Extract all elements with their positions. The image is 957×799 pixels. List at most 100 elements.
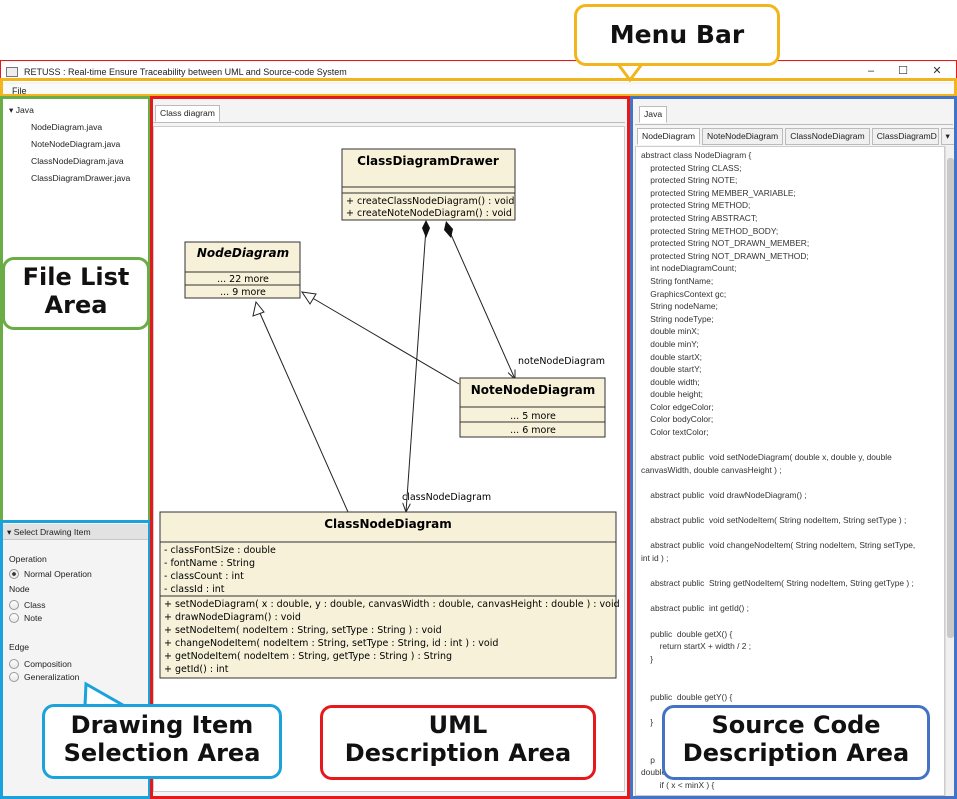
radio-label: Generalization (24, 671, 80, 682)
code-text: abstract class NodeDiagram { protected S… (641, 150, 916, 790)
class-op: + changeNodeItem( nodeItem : String, set… (164, 638, 498, 649)
class-name: ClassNodeDiagram (324, 517, 452, 531)
class-op: + getId() : int (164, 664, 229, 675)
file-list-annotation: File List Area (2, 257, 150, 330)
tree-file-classdiagramdrawer[interactable]: ClassDiagramDrawer.java (31, 173, 131, 183)
class-attr: - classFontSize : double (164, 545, 276, 556)
drawing-item-header-label: Select Drawing Item (13, 527, 91, 537)
edge-label-note: noteNodeDiagram (518, 356, 605, 367)
generalization-arrow-icon (300, 291, 317, 305)
class-name: NodeDiagram (197, 246, 289, 260)
radio-note[interactable]: Note (9, 611, 149, 624)
radio-label: Composition (24, 658, 72, 669)
annotation-text: Description Area (344, 739, 572, 768)
tree-root-java[interactable]: ▾ Java (9, 102, 149, 119)
chevron-down-icon: ▾ (945, 131, 950, 141)
radio-normal-operation[interactable]: Normal Operation (9, 567, 149, 580)
vertical-scrollbar[interactable] (945, 146, 955, 796)
composition-diamond-icon (422, 220, 430, 238)
class-ops-more: ... 6 more (510, 425, 556, 436)
window-title: RETUSS : Real-time Ensure Traceability b… (24, 67, 347, 77)
class-attrs-more: ... 22 more (217, 274, 269, 285)
tab-class-diagram[interactable]: Class diagram (155, 105, 220, 122)
radio-generalization[interactable]: Generalization (9, 670, 149, 683)
uml-class-drawer[interactable]: ClassDiagramDrawer + createClassNodeDiag… (341, 148, 516, 221)
class-attr: - fontName : String (164, 558, 255, 569)
class-attr: - classId : int (164, 584, 225, 595)
tab-java[interactable]: Java (639, 106, 668, 123)
radio-icon (9, 671, 19, 682)
scrollbar-thumb[interactable] (947, 158, 954, 638)
drawing-item-header[interactable]: ▾ Select Drawing Item (3, 524, 149, 540)
annotation-text: Description Area (682, 739, 910, 768)
radio-composition[interactable]: Composition (9, 657, 149, 670)
minimize-button[interactable]: – (867, 65, 875, 77)
menu-bar-highlight (0, 78, 957, 97)
source-annotation: Source Code Description Area (662, 705, 930, 780)
annotation-text: File List (22, 263, 130, 291)
menu-file[interactable]: File (12, 86, 27, 96)
uml-class-classnodediagram[interactable]: ClassNodeDiagram - classFontSize : doubl… (159, 511, 620, 679)
tab-classnodediagram[interactable]: ClassNodeDiagram (785, 128, 870, 145)
class-op: + getNodeItem( nodeItem : String, getTyp… (164, 651, 452, 662)
drawing-item-annotation: Drawing Item Selection Area (42, 704, 282, 779)
close-button[interactable]: ✕ (932, 65, 942, 77)
annotation-text: Area (44, 291, 108, 320)
radio-icon (9, 599, 19, 610)
source-area-highlight (630, 96, 957, 799)
source-pane: Java NodeDiagram NoteNodeDiagram ClassNo… (631, 98, 956, 799)
edge-composition-note[interactable] (448, 229, 515, 379)
title-bar: RETUSS : Real-time Ensure Traceability b… (0, 62, 957, 82)
class-name: ClassDiagramDrawer (357, 154, 499, 168)
radio-icon (9, 612, 19, 623)
tab-classdiagramdrawer[interactable]: ClassDiagramD (871, 128, 939, 145)
chevron-down-icon: ▾ (7, 527, 14, 537)
class-op: + setNodeItem( nodeItem : String, setTyp… (164, 625, 442, 636)
uml-class-nodediagram[interactable]: NodeDiagram ... 22 more ... 9 more (184, 241, 301, 299)
maximize-button[interactable]: ☐ (898, 65, 908, 77)
uml-annotation: UML Description Area (320, 705, 596, 780)
edge-label: Edge (9, 642, 30, 652)
edge-generalization-class[interactable] (258, 310, 349, 513)
edge-generalization-note[interactable] (308, 295, 460, 385)
tree-root-label: Java (15, 105, 34, 115)
edge-composition-class[interactable] (406, 227, 427, 512)
tab-divider (153, 122, 625, 123)
tab-notenodediagram[interactable]: NoteNodeDiagram (702, 128, 784, 145)
radio-label: Normal Operation (24, 568, 92, 579)
tree-file-classnodediagram[interactable]: ClassNodeDiagram.java (31, 156, 124, 166)
class-name: NoteNodeDiagram (471, 383, 595, 397)
tab-divider (635, 124, 953, 125)
class-op: + createNoteNodeDiagram() : void (346, 208, 512, 219)
edge-label-class: classNodeDiagram (402, 492, 491, 503)
uml-canvas[interactable] (153, 126, 625, 792)
class-op: + drawNodeDiagram() : void (164, 612, 301, 623)
annotation-text: Drawing Item (70, 711, 254, 739)
operation-label: Operation (9, 554, 47, 564)
class-ops-more: ... 9 more (220, 287, 266, 298)
file-tab-bar: NodeDiagram NoteNodeDiagram ClassNodeDia… (637, 128, 955, 145)
chevron-down-icon: ▾ (9, 105, 16, 115)
radio-icon (9, 658, 19, 669)
drawing-item-highlight (0, 520, 151, 799)
radio-selected-icon (9, 568, 19, 579)
radio-label: Class (24, 599, 46, 610)
radio-class[interactable]: Class (9, 598, 149, 611)
tab-nodediagram[interactable]: NodeDiagram (637, 128, 701, 145)
annotation-text: Menu Bar (609, 20, 745, 49)
generalization-arrow-icon (252, 300, 265, 317)
class-op: + createClassNodeDiagram() : void (346, 196, 514, 207)
class-attrs-more: ... 5 more (510, 411, 556, 422)
radio-label: Note (24, 612, 43, 623)
annotation-text: Selection Area (63, 739, 261, 768)
class-attr: - classCount : int (164, 571, 244, 582)
uml-class-notenodediagram[interactable]: NoteNodeDiagram ... 5 more ... 6 more (459, 377, 606, 438)
class-op: + setNodeDiagram( x : double, y : double… (164, 599, 620, 610)
tree-file-notenodediagram[interactable]: NoteNodeDiagram.java (31, 139, 121, 149)
tree-file-nodediagram[interactable]: NodeDiagram.java (31, 122, 103, 132)
annotation-text: Source Code (711, 711, 881, 739)
code-editor[interactable]: abstract class NodeDiagram { protected S… (635, 146, 945, 796)
annotation-text: UML (428, 711, 488, 739)
menu-bar-annotation: Menu Bar (574, 4, 780, 66)
